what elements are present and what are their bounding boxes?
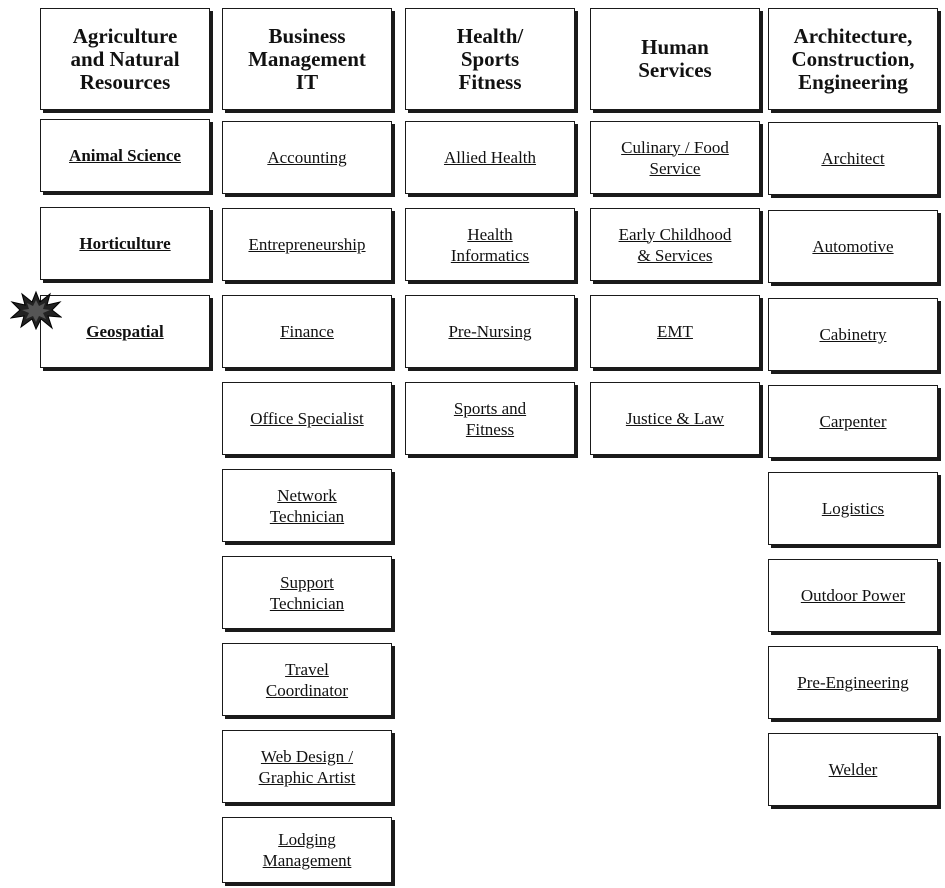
link-horticulture[interactable]: Horticulture <box>79 234 171 253</box>
starburst-new-icon <box>10 290 62 330</box>
pathway-outdoor-power[interactable]: Outdoor Power <box>768 559 938 632</box>
pathway-horticulture[interactable]: Horticulture <box>40 207 210 280</box>
link-architect[interactable]: Architect <box>821 149 885 168</box>
link-finance[interactable]: Finance <box>280 322 334 341</box>
pathway-office-specialist[interactable]: Office Specialist <box>222 382 392 455</box>
link-lodging-management[interactable]: Lodging Management <box>262 830 352 870</box>
link-allied-health[interactable]: Allied Health <box>443 148 537 167</box>
header-business: Business Management IT <box>222 8 392 110</box>
pathway-lodging-management[interactable]: Lodging Management <box>222 817 392 883</box>
link-cabinetry[interactable]: Cabinetry <box>819 325 887 344</box>
link-pre-nursing[interactable]: Pre-Nursing <box>448 322 532 341</box>
pathway-network-technician[interactable]: Network Technician <box>222 469 392 542</box>
pathway-geospatial[interactable]: Geospatial <box>40 295 210 368</box>
link-outdoor-power[interactable]: Outdoor Power <box>800 586 906 605</box>
pathway-pre-engineering[interactable]: Pre-Engineering <box>768 646 938 719</box>
pathway-sports-fitness[interactable]: Sports and Fitness <box>405 382 575 455</box>
link-automotive[interactable]: Automotive <box>812 237 894 256</box>
link-justice-law[interactable]: Justice & Law <box>625 409 725 428</box>
link-health-informatics[interactable]: Health Informatics <box>450 224 530 265</box>
link-geospatial[interactable]: Geospatial <box>86 322 164 341</box>
header-health-text: Health/ Sports Fitness <box>456 23 524 94</box>
link-emt[interactable]: EMT <box>657 322 693 341</box>
pathway-welder[interactable]: Welder <box>768 733 938 806</box>
link-culinary[interactable]: Culinary / Food Service <box>621 137 729 178</box>
link-carpenter[interactable]: Carpenter <box>819 412 887 431</box>
link-support-technician[interactable]: Support Technician <box>269 572 345 613</box>
header-agriculture: Agriculture and Natural Resources <box>40 8 210 110</box>
pathway-cabinetry[interactable]: Cabinetry <box>768 298 938 371</box>
pathway-carpenter[interactable]: Carpenter <box>768 385 938 458</box>
link-sports-fitness[interactable]: Sports and Fitness <box>453 398 527 439</box>
pathway-travel-coordinator[interactable]: Travel Coordinator <box>222 643 392 716</box>
header-health: Health/ Sports Fitness <box>405 8 575 110</box>
pathway-web-design[interactable]: Web Design / Graphic Artist <box>222 730 392 803</box>
link-pre-engineering[interactable]: Pre-Engineering <box>797 673 909 692</box>
pathway-entrepreneurship[interactable]: Entrepreneurship <box>222 208 392 281</box>
link-accounting[interactable]: Accounting <box>267 148 347 167</box>
header-human-services: Human Services <box>590 8 760 110</box>
pathway-early-childhood[interactable]: Early Childhood & Services <box>590 208 760 281</box>
link-network-technician[interactable]: Network Technician <box>269 485 345 526</box>
pathway-emt[interactable]: EMT <box>590 295 760 368</box>
pathway-pre-nursing[interactable]: Pre-Nursing <box>405 295 575 368</box>
link-logistics[interactable]: Logistics <box>821 499 885 518</box>
pathway-finance[interactable]: Finance <box>222 295 392 368</box>
link-office-specialist[interactable]: Office Specialist <box>250 409 364 428</box>
header-human-services-text: Human Services <box>638 35 712 82</box>
pathway-support-technician[interactable]: Support Technician <box>222 556 392 629</box>
header-agriculture-text: Agriculture and Natural Resources <box>70 23 180 94</box>
link-animal-science[interactable]: Animal Science <box>69 146 181 165</box>
header-business-text: Business Management IT <box>248 23 366 94</box>
pathway-automotive[interactable]: Automotive <box>768 210 938 283</box>
header-architecture: Architecture, Construction, Engineering <box>768 8 938 110</box>
link-travel-coordinator[interactable]: Travel Coordinator <box>265 659 349 700</box>
header-architecture-text: Architecture, Construction, Engineering <box>791 23 915 94</box>
pathway-animal-science[interactable]: Animal Science <box>40 119 210 192</box>
link-entrepreneurship[interactable]: Entrepreneurship <box>248 235 366 254</box>
pathway-logistics[interactable]: Logistics <box>768 472 938 545</box>
pathway-culinary[interactable]: Culinary / Food Service <box>590 121 760 194</box>
pathway-allied-health[interactable]: Allied Health <box>405 121 575 194</box>
pathway-architect[interactable]: Architect <box>768 122 938 195</box>
link-early-childhood[interactable]: Early Childhood & Services <box>618 224 732 265</box>
link-web-design[interactable]: Web Design / Graphic Artist <box>258 746 356 787</box>
link-welder[interactable]: Welder <box>828 760 878 779</box>
pathway-health-informatics[interactable]: Health Informatics <box>405 208 575 281</box>
pathway-accounting[interactable]: Accounting <box>222 121 392 194</box>
pathway-justice-law[interactable]: Justice & Law <box>590 382 760 455</box>
